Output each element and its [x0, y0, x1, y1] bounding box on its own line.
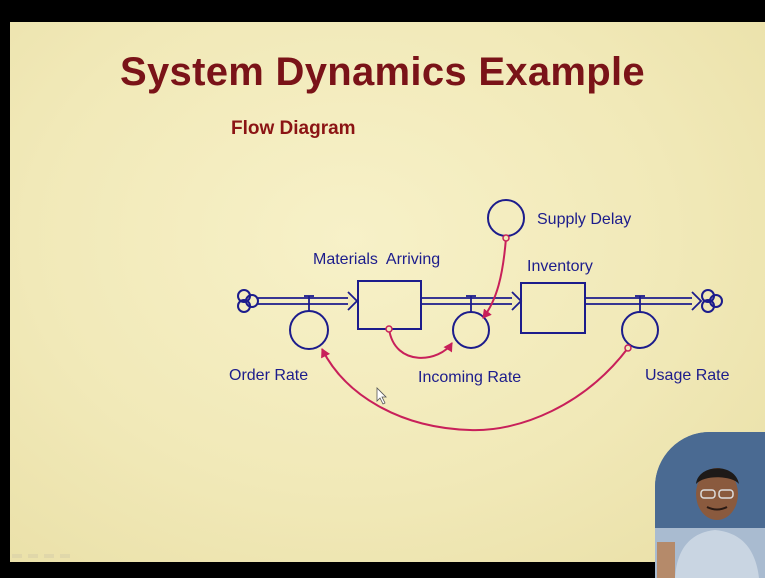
next-slide-icon[interactable]	[60, 554, 70, 558]
label-order-rate: Order Rate	[229, 367, 308, 384]
slide-title: System Dynamics Example	[120, 50, 645, 94]
source-cloud-icon	[237, 289, 259, 313]
pen-icon[interactable]	[28, 554, 38, 558]
label-inventory: Inventory	[527, 258, 593, 275]
valve-marks	[304, 295, 645, 312]
prev-slide-icon[interactable]	[12, 554, 22, 558]
sink-cloud-icon	[701, 289, 723, 313]
presenter-video	[655, 432, 765, 578]
slide-subtitle: Flow Diagram	[231, 118, 356, 139]
label-usage-rate: Usage Rate	[645, 367, 730, 384]
presenter-video-icon	[655, 432, 765, 578]
link-usage-to-order	[321, 347, 629, 432]
link-materials-to-incoming	[388, 328, 453, 359]
supply-delay-node	[487, 199, 525, 237]
link-delay-to-incoming	[482, 237, 507, 319]
slide-background	[10, 22, 765, 562]
usage-rate-node	[621, 311, 659, 349]
mouse-cursor-icon	[376, 387, 387, 405]
label-incoming-rate: Incoming Rate	[418, 369, 521, 386]
flow-pipe-order	[258, 291, 359, 311]
incoming-rate-node	[452, 311, 490, 349]
slide-toolbar	[12, 545, 76, 563]
materials-arriving-stock	[357, 280, 422, 330]
label-supply-delay: Supply Delay	[537, 211, 631, 228]
order-rate-node	[289, 310, 329, 350]
label-materials-arriving: Materials Arriving	[313, 251, 440, 268]
menu-icon[interactable]	[44, 554, 54, 558]
inventory-stock	[520, 282, 586, 334]
flow-pipe-usage	[586, 291, 703, 311]
